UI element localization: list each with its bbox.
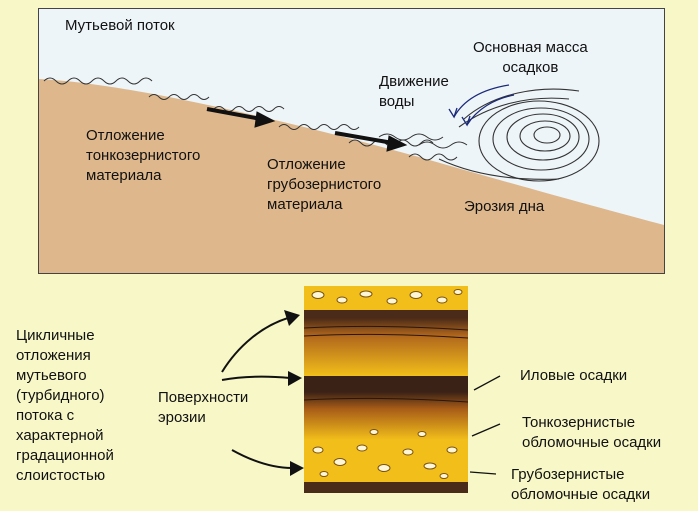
graded-bedding-column bbox=[304, 286, 468, 493]
turbidity-current-panel: Мутьевой поток Основная масса осадков Дв… bbox=[38, 8, 665, 274]
label-coarse-deposit: Отложение грубозернистого материала bbox=[267, 156, 382, 213]
label-water-motion: Движение воды bbox=[379, 73, 449, 110]
label-fine-deposit: Отложение тонкозернистого материала bbox=[86, 127, 201, 184]
layer-graded-1 bbox=[304, 318, 468, 376]
turbidity-current-illustration bbox=[39, 77, 664, 273]
label-erosion-surfaces: Поверхности эрозии bbox=[158, 389, 249, 426]
label-silt-sediments: Иловые осадки bbox=[520, 367, 628, 384]
seafloor-slope bbox=[39, 79, 664, 273]
flow-swirls bbox=[43, 77, 468, 161]
title-turbidity-current: Мутьевой поток bbox=[65, 17, 175, 34]
label-bottom-erosion: Эрозия дна bbox=[464, 198, 545, 215]
label-coarse-clastic: Грубозернистые обломочные осадки bbox=[511, 466, 651, 503]
coarse-grains bbox=[311, 289, 463, 479]
label-fine-clastic: Тонкозернистые обломочные осадки bbox=[522, 414, 662, 451]
layer-silt bbox=[304, 376, 468, 392]
flow-direction-arrows bbox=[206, 107, 408, 152]
sediment-vortex bbox=[438, 88, 600, 182]
label-main-mass: Основная масса осадков bbox=[473, 39, 588, 76]
label-cyclic-deposits: Цикличные отложения мутьевого (турбидног… bbox=[16, 327, 114, 484]
water-motion-arrows bbox=[448, 84, 515, 127]
